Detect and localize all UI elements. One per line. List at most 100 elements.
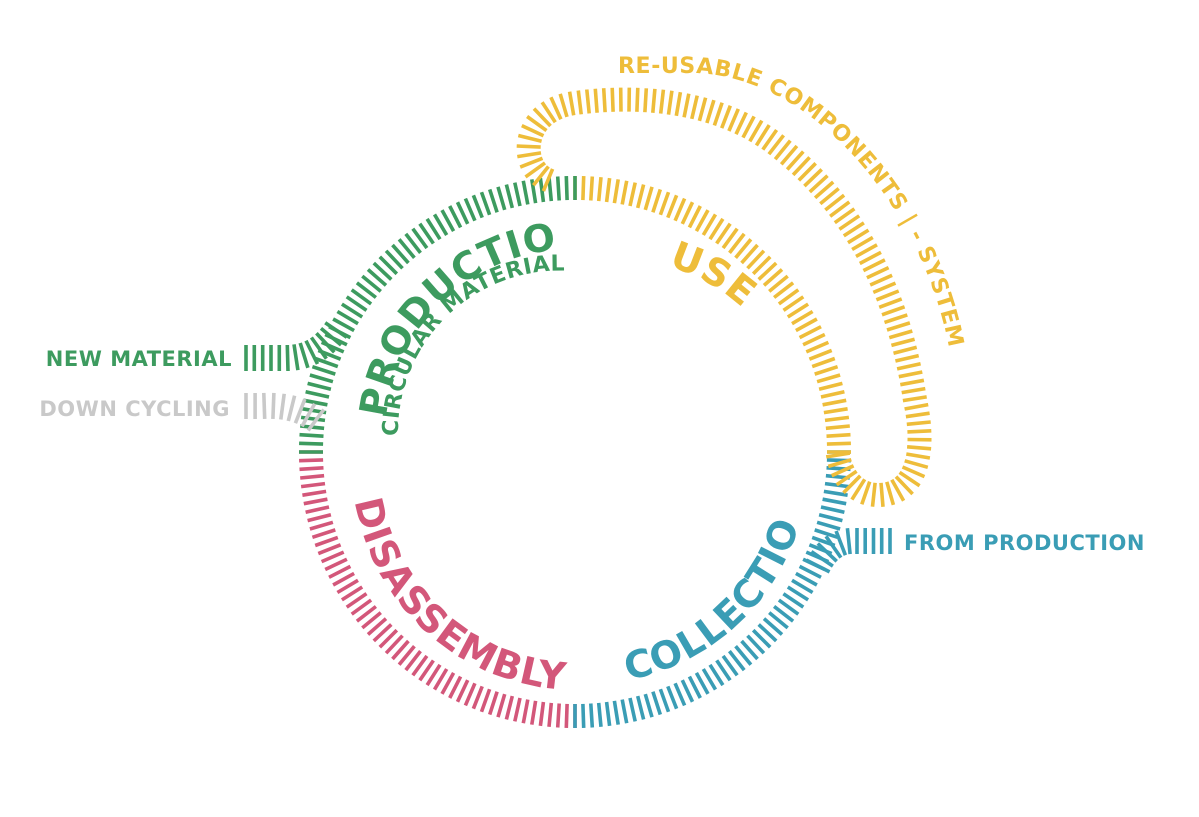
disassembly-band-hatch [300,473,325,480]
production-band-hatch [425,217,442,241]
collection-band-hatch [701,668,718,691]
disassembly-band-hatch [538,701,546,727]
collection-band-hatch [746,634,766,655]
use-band-hatch [768,274,789,293]
collection-band-hatch [651,691,663,716]
disassembly-band-hatch [303,497,328,506]
collection-band-hatch [734,645,753,666]
disassembly-band-hatch [397,645,416,666]
production-band-hatch [432,213,449,237]
reusable-loop-band-hatch [803,168,823,188]
production-band-hatch [455,201,470,225]
reusable-loop-band-hatch [524,161,547,179]
use-band-hatch [673,197,687,222]
production-band-hatch [314,356,339,369]
use-band-hatch [823,407,848,415]
use-band-hatch [795,317,818,333]
production-band-hatch [471,194,484,219]
disassembly-band-hatch [504,695,515,720]
production-band-hatch [366,268,388,287]
use-label-text: USE [665,233,764,316]
use-band-hatch [826,441,851,446]
reusable-loop-band-hatch [666,90,674,115]
disassembly-band-hatch [336,578,359,595]
new-material-inflow-hatch [304,339,320,365]
use-band-hatch [658,191,671,216]
production-band-hatch [355,281,378,299]
reusable-loop-band-hatch [847,228,870,245]
new-material-inflow-hatch [298,342,310,369]
use-band-hatch [791,309,814,326]
collection-band-hatch [727,649,746,672]
production-band-hatch [411,227,429,250]
from-production-inflow-hatch [824,535,843,559]
down-cycling-outflow-hatch [279,393,286,420]
reusable-loop-band-hatch [651,88,657,113]
disassembly-band-hatch [366,617,388,636]
reusable-loop-band-hatch [896,362,921,371]
collection-band-hatch [687,675,702,699]
production-band-hatch [309,373,334,384]
production-band-hatch [361,274,382,293]
reusable-loop-band-hatch [886,321,911,332]
reusable-loop-band-hatch [761,128,779,151]
reusable-loop-band-hatch [858,250,882,266]
reusable-loop-band-hatch [643,88,649,113]
collection-band-hatch [658,688,671,713]
reusable-loop-band-hatch [567,91,576,116]
production-band-hatch [384,249,404,270]
disassembly-band-hatch [496,693,507,718]
reusable-loop-band-hatch [827,457,852,469]
collection-band-hatch [814,528,839,540]
use-band-hatch [708,217,725,241]
use-band-hatch [814,364,839,376]
production-band [299,176,577,454]
reusable-loop-band-hatch [894,475,914,496]
reusable-loop-band-hatch [516,144,541,149]
production-band-hatch [513,182,522,207]
reusable-loop-band-hatch [797,162,817,182]
reusable-loop-band-hatch [824,193,846,212]
collection-band-hatch [596,702,603,727]
use-band-hatch [777,288,800,306]
use-band-hatch [805,340,830,354]
hatched-cycle-bands [244,87,932,728]
reusable-loop-band-hatch [519,156,544,169]
reusable-loop-band-hatch [549,96,563,120]
disassembly-band-hatch [391,639,410,661]
use-band-hatch [651,188,663,213]
reusable-loop-band-hatch [690,95,699,120]
use-band [573,176,851,454]
collection-band-hatch [612,700,620,725]
disassembly-label-text: DISASSEMBLY [346,493,568,699]
reusable-loop-band-hatch [833,207,856,225]
disassembly-band-hatch [404,649,422,672]
disassembly-band-hatch [305,505,330,514]
disassembly-band-hatch [328,564,352,579]
disassembly-band-hatch [340,585,364,602]
disassembly-band-hatch [350,598,373,616]
down-cycling-label: DOWN CYCLING [39,397,230,421]
new-material-inflow-hatch [285,344,290,372]
from-production-label: FROM PRODUCTION [904,531,1145,555]
use-band-hatch [680,201,695,225]
reusable-loop-band-hatch [899,378,925,387]
reusable-loop-band-hatch [893,345,918,355]
reusable-loop-band-hatch [541,168,555,192]
production-band-hatch [307,381,332,392]
collection-band-hatch [673,682,687,707]
from-production-inflow-hatch [810,550,834,568]
collection-band [573,450,851,728]
production-band-hatch [404,232,422,255]
reusable-loop-band-hatch [521,123,545,138]
collection-band-hatch [666,685,679,710]
use-band-hatch [825,424,850,431]
reusable-loop-band-hatch [779,144,799,166]
reusable-loop-band-hatch [741,115,756,139]
use-band-hatch [820,390,845,399]
collection-band-hatch [820,505,845,514]
collection-band-hatch [694,672,710,695]
collection-band-hatch [628,697,637,722]
down-cycling-outflow [244,392,326,432]
reusable-loop-band-hatch [890,337,916,348]
